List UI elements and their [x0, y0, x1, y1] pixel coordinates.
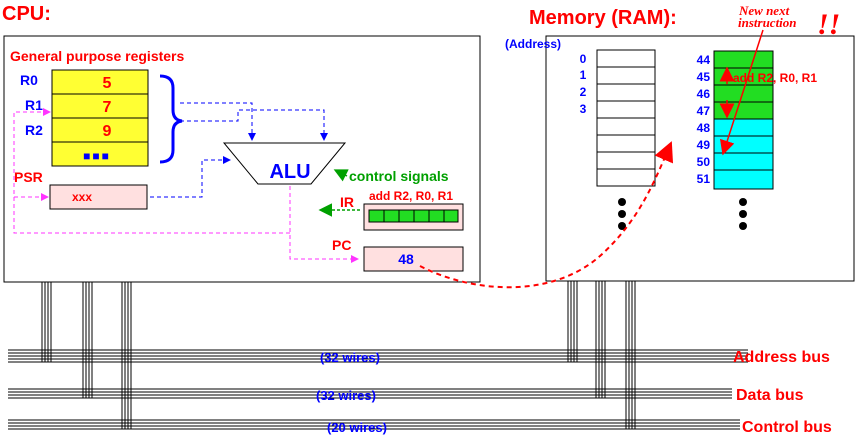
register-file [51, 69, 149, 167]
control-bus-lines [8, 419, 740, 430]
cpu-title: CPU: [2, 3, 51, 25]
alu-shape [222, 142, 347, 185]
alu-to-pc-line [289, 186, 359, 263]
register-name-r1: R1 [25, 97, 43, 113]
address-46: 46 [697, 87, 711, 101]
address-47: 47 [697, 104, 711, 118]
pc-value: 48 [398, 251, 414, 267]
memory-instruction: add R2, R0, R1 [733, 71, 817, 85]
address-50: 50 [697, 155, 711, 169]
annotation-line-1: New next [738, 3, 790, 18]
psr-value: xxx [72, 190, 92, 204]
alu-input-b-line [180, 109, 328, 141]
new-instruction-pointer-icon [720, 29, 764, 156]
control-signals-label: control signals [349, 168, 449, 184]
memory-low-cells [596, 49, 656, 187]
register-value-r0: 5 [103, 75, 112, 92]
memory-low-ellipsis-icon [618, 198, 626, 230]
register-value-r1: 7 [103, 99, 112, 116]
address-2: 2 [580, 85, 587, 99]
ir-bit-cells [368, 209, 459, 223]
pc-label: PC [332, 237, 351, 253]
data-bus-lines [8, 388, 732, 399]
control-signal-arrow-icon [333, 169, 349, 182]
ir-label: IR [340, 194, 354, 210]
register-value-r2: 9 [103, 123, 112, 140]
register-name-r2: R2 [25, 122, 43, 138]
address-49: 49 [697, 138, 711, 152]
address-48: 48 [697, 121, 711, 135]
ir-instruction: add R2, R0, R1 [369, 189, 453, 203]
data-bus-width: (32 wires) [316, 388, 376, 403]
address-label: (Address) [505, 37, 561, 51]
control-bus-label: Control bus [742, 419, 832, 436]
data-bus-label: Data bus [736, 387, 804, 404]
memory-title: Memory (RAM): [529, 7, 677, 29]
alu-to-psr-line [150, 156, 231, 198]
address-44: 44 [697, 53, 711, 67]
address-51: 51 [697, 172, 711, 186]
register-ellipsis: ■■■ [83, 149, 111, 163]
address-bus-label: Address bus [733, 349, 830, 366]
psr-register [49, 184, 148, 210]
address-45: 45 [697, 70, 711, 84]
feedback-to-r1-line [13, 108, 290, 234]
memory-high-ellipsis-icon [739, 198, 747, 230]
annotation-exclaim: !! [817, 8, 840, 41]
address-3: 3 [580, 102, 587, 116]
memory-bus-connectors [567, 281, 636, 429]
register-name-r0: R0 [20, 72, 38, 88]
address-0: 0 [580, 52, 587, 66]
registers-heading: General purpose registers [10, 48, 185, 64]
control-bus-width: (20 wires) [327, 420, 387, 435]
address-1: 1 [580, 68, 587, 82]
alu-label: ALU [269, 161, 310, 183]
cpu-bus-connectors [41, 282, 132, 429]
pc-register [363, 246, 464, 272]
alu-input-a-line [180, 102, 256, 141]
pc-to-memory-arrow [419, 141, 674, 289]
psr-label: PSR [14, 169, 43, 185]
address-bus-width: (32 wires) [320, 350, 380, 365]
annotation-line-2: instruction [738, 15, 797, 30]
